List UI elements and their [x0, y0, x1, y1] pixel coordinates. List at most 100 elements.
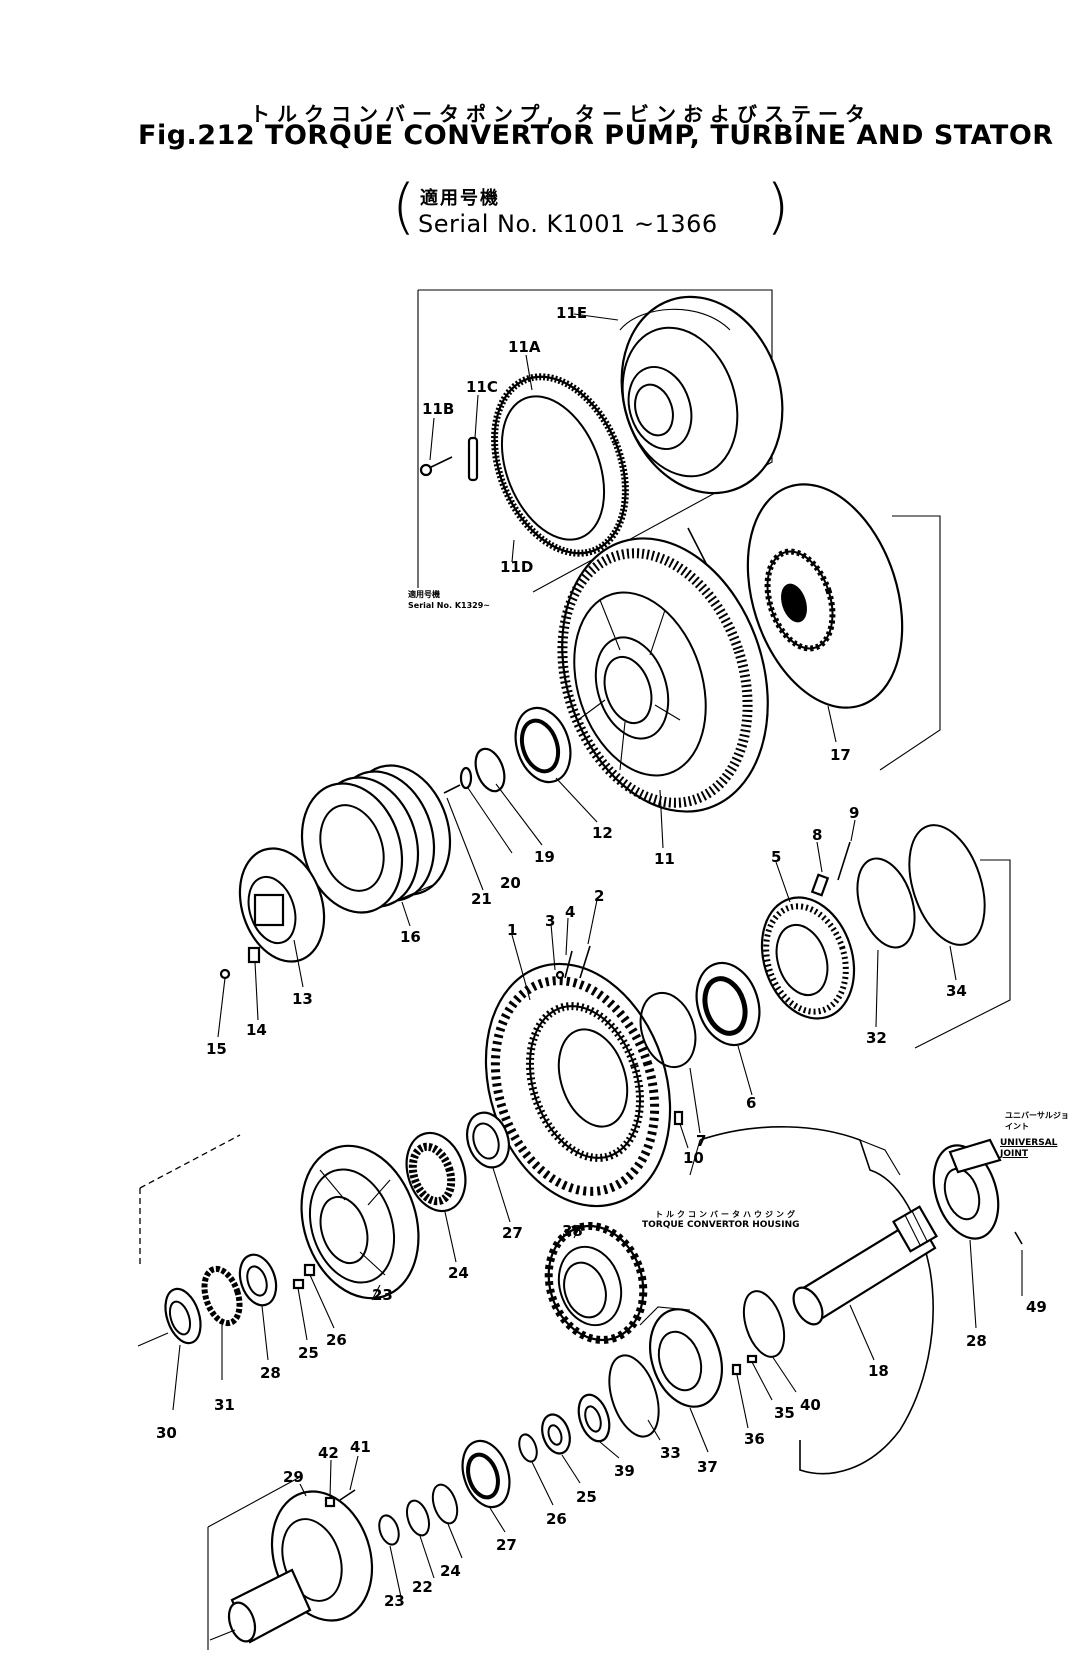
part-21-bolt — [443, 784, 461, 794]
part-17-turbine — [687, 483, 904, 709]
part-39-o-ring — [608, 1354, 660, 1438]
part-5-stator — [760, 896, 856, 1020]
callout-24: 24 — [440, 1562, 461, 1580]
bracket-17 — [879, 515, 941, 771]
callout-30: 24 — [448, 1264, 469, 1282]
part-30-bearing — [405, 1131, 467, 1213]
bracket-40 — [914, 859, 1011, 1049]
callout-5: 5 — [771, 848, 781, 866]
housing-label-jp: トルクコンバータハウジング — [655, 1210, 798, 1219]
part-47-bolt — [339, 1489, 356, 1501]
part-27-bearing — [461, 1439, 511, 1509]
callout-42: 36 — [744, 1430, 765, 1448]
callout-12: 12 — [592, 824, 613, 842]
part-4-bolt — [564, 950, 573, 979]
callout-14: 14 — [246, 1021, 267, 1039]
callout-46: 40 — [800, 1396, 821, 1414]
bracket-35-top — [207, 1476, 301, 1528]
serial-paren-right: ) — [766, 172, 790, 242]
callout-17: 17 — [830, 746, 851, 764]
part-41-bolt — [746, 1354, 758, 1364]
part-25-ring — [541, 1413, 571, 1455]
part-20-washer — [459, 766, 473, 790]
leader-lines — [172, 313, 1023, 1598]
callout-3: 3 — [545, 912, 555, 930]
part-11c-pin — [467, 436, 479, 482]
leader-36-tail — [137, 1332, 169, 1347]
part-29-hub — [300, 1144, 420, 1300]
ujoint-label: UNIVERSAL JOINT — [1000, 1138, 1058, 1159]
callout-13: 13 — [292, 990, 313, 1008]
callout-11b: 11B — [422, 400, 454, 418]
callout-32: 26 — [326, 1331, 347, 1349]
serial-range: Serial No. K1001 ~1366 — [418, 210, 718, 238]
part-34-ring — [238, 1253, 278, 1307]
callout-47: 41 — [350, 1438, 371, 1456]
serial-paren-left: ( — [392, 172, 416, 242]
part-49-bolt — [1014, 1231, 1023, 1245]
callout-35: 29 — [283, 1468, 304, 1486]
part-26-snap-ring — [518, 1433, 538, 1463]
callout-11d: 11D — [500, 558, 533, 576]
callout-25: 25 — [576, 1488, 597, 1506]
callout-36: 30 — [156, 1424, 177, 1442]
callout-49: 49 — [1026, 1298, 1047, 1316]
callout-31: 25 — [298, 1344, 319, 1362]
title-jp: トルクコンバータポンプ, タービンおよびステータ — [250, 102, 872, 126]
callout-40: 34 — [946, 982, 967, 1000]
callout-7: 7 — [696, 1132, 706, 1150]
part-8-pin — [810, 873, 830, 897]
part-16-clutch-pack — [300, 764, 452, 914]
inset-note-jp: 適用号機 — [408, 590, 440, 599]
callout-16-label: 16 — [400, 928, 421, 946]
callout-18-num: 18 — [868, 1362, 889, 1380]
part-2-bolt — [579, 945, 591, 979]
part-11b-bolt — [419, 456, 453, 477]
callout-48: 42 — [318, 1444, 339, 1462]
part-43-cover — [649, 1308, 723, 1408]
part-22-ring — [405, 1499, 431, 1537]
part-11a-ring-gear — [491, 373, 629, 557]
part-3-washer — [555, 970, 565, 980]
serial-jp: 適用号機 — [420, 188, 500, 209]
ujoint-label-jp: ユニバーサルジョイント — [1005, 1111, 1069, 1131]
callout-20: 20 — [500, 874, 521, 892]
callout-39: 33 — [660, 1444, 681, 1462]
callout-11c: 11C — [466, 378, 498, 396]
callout-29: 23 — [372, 1286, 393, 1304]
housing-label: TORQUE CONVERTOR HOUSING — [642, 1220, 800, 1230]
part-6-bearing — [695, 961, 761, 1047]
bracket-left-top — [139, 1134, 241, 1189]
callout-11: 11 — [654, 850, 675, 868]
part-23-ring — [378, 1514, 400, 1546]
callout-6: 6 — [746, 1094, 756, 1112]
callout-22: 22 — [412, 1578, 433, 1596]
part-11e-cover — [619, 295, 784, 495]
callout-15: 15 — [206, 1040, 227, 1058]
callout-34: 28 — [260, 1364, 281, 1382]
callout-41: 35 — [774, 1404, 795, 1422]
part-38-o-ring — [856, 857, 916, 949]
callout-11a: 11A — [508, 338, 541, 356]
callout-10: 10 — [683, 1149, 704, 1167]
figure-title: Fig.212 TORQUE CONVERTOR PUMP, TURBINE A… — [138, 120, 1054, 151]
part-45-ring — [577, 1393, 611, 1443]
callout-33: 27 — [502, 1224, 523, 1242]
inset-note: Serial No. K1329~ — [408, 601, 490, 610]
callout-1: 1 — [507, 921, 517, 939]
part-14-pin — [247, 946, 261, 964]
part-31-pin — [292, 1278, 305, 1290]
callout-19: 19 — [534, 848, 555, 866]
part-46-o-ring — [742, 1290, 786, 1358]
callout-9: 9 — [849, 804, 859, 822]
part-19-plate — [474, 747, 506, 793]
callout-28: 28 — [966, 1332, 987, 1350]
part-40-o-ring — [908, 824, 986, 946]
part-13-hub — [238, 847, 326, 963]
part-24-ring — [431, 1483, 459, 1525]
part-28-yoke — [932, 1138, 1002, 1240]
part-15-screw — [219, 968, 231, 980]
callout-2: 2 — [594, 887, 604, 905]
